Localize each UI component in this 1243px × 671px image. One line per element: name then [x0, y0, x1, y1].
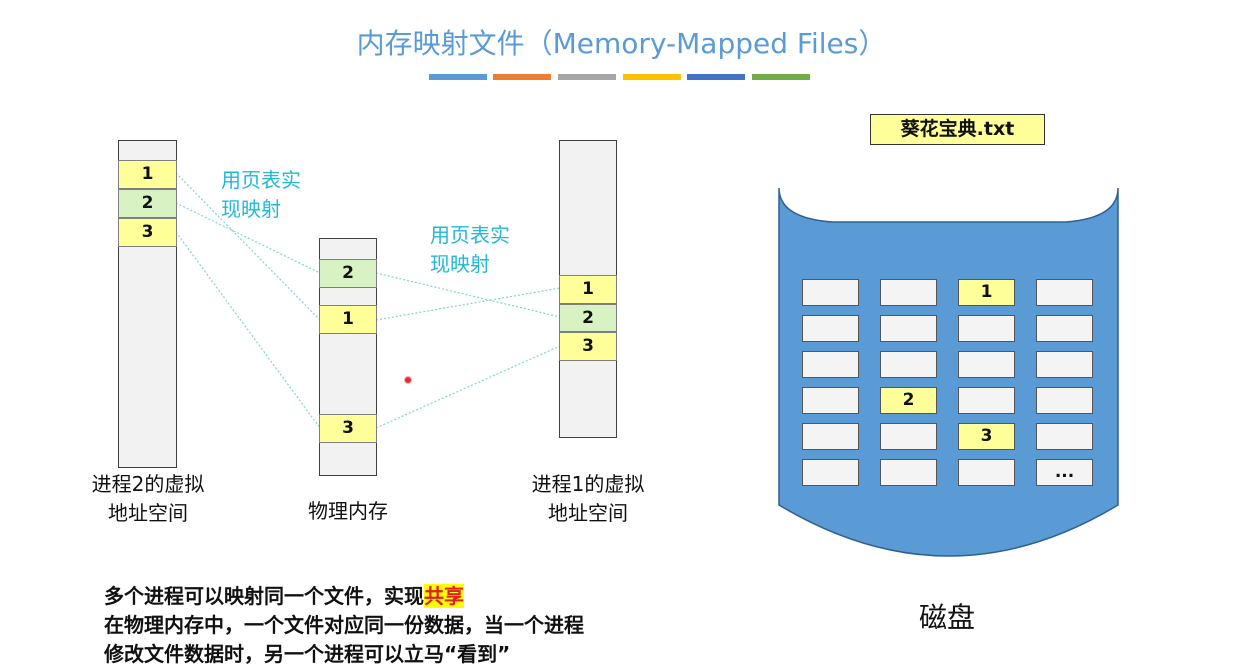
phys-page-2: 2: [319, 259, 377, 288]
map-line-p2-2: [175, 202, 321, 274]
disk-block: [1036, 351, 1093, 378]
annotation-left-line1: 用页表实: [221, 168, 301, 192]
disk-block: [880, 459, 937, 486]
disk-block: 1: [958, 279, 1015, 306]
proc2-caption: 进程2的虚拟 地址空间: [72, 470, 224, 528]
proc2-page-3: 3: [118, 218, 177, 247]
disk-block: [958, 315, 1015, 342]
disk-block: 3: [958, 423, 1015, 450]
disk-block: [958, 459, 1015, 486]
explanation-text: 多个进程可以映射同一个文件，实现共享 在物理内存中，一个文件对应同一份数据，当一…: [104, 582, 584, 669]
disk-block: [802, 387, 859, 414]
disk-block: [958, 351, 1015, 378]
phys-page-3: 3: [319, 414, 377, 443]
annotation-left-line2: 现映射: [221, 197, 281, 221]
disk-block: 2: [880, 387, 937, 414]
file-name-label: 葵花宝典.txt: [870, 114, 1045, 145]
disk-block: [802, 423, 859, 450]
disk-block: [802, 351, 859, 378]
annotation-right-line2: 现映射: [430, 252, 490, 276]
stripe-1: [429, 74, 487, 80]
stripe-3: [558, 74, 616, 80]
annotation-right-line1: 用页表实: [430, 223, 510, 247]
disk-block: [802, 315, 859, 342]
proc1-page-2: 2: [559, 304, 617, 332]
proc1-page-1: 1: [559, 275, 617, 304]
share-highlight: 共享: [424, 584, 464, 608]
disk-block: [880, 279, 937, 306]
disk-block: [1036, 423, 1093, 450]
explanation-line2: 在物理内存中，一个文件对应同一份数据，当一个进程: [104, 613, 584, 637]
proc1-caption-line1: 进程1的虚拟: [531, 472, 645, 496]
explanation-line1-prefix: 多个进程可以映射同一个文件，实现: [104, 584, 424, 608]
proc1-caption: 进程1的虚拟 地址空间: [512, 470, 664, 528]
stripe-6: [752, 74, 810, 80]
proc2-page-2: 2: [118, 189, 177, 218]
annotation-right: 用页表实 现映射: [430, 221, 510, 279]
annotation-left: 用页表实 现映射: [221, 166, 301, 224]
explanation-line3: 修改文件数据时，另一个进程可以立马“看到”: [104, 642, 511, 666]
stripe-2: [493, 74, 551, 80]
disk-label: 磁盘: [918, 601, 975, 634]
pointer-dot: [404, 376, 412, 384]
proc1-page-3: 3: [559, 332, 617, 361]
disk-cylinder: [778, 187, 1119, 557]
stripe-4: [623, 74, 681, 80]
page-title: 内存映射文件（Memory-Mapped Files）: [356, 27, 887, 60]
proc2-caption-line2: 地址空间: [108, 501, 188, 525]
disk-block: [958, 387, 1015, 414]
map-line-p2-3: [175, 231, 321, 429]
disk-block: [1036, 387, 1093, 414]
disk-block: [880, 423, 937, 450]
disk-block: [802, 279, 859, 306]
disk-block: ...: [1036, 459, 1093, 486]
map-line-p1-3: [375, 345, 561, 429]
phys-caption: 物理内存: [308, 499, 388, 523]
disk-block: [802, 459, 859, 486]
proc1-caption-line2: 地址空间: [548, 501, 628, 525]
proc2-page-1: 1: [118, 160, 177, 189]
disk-block: [880, 351, 937, 378]
disk-block: [1036, 279, 1093, 306]
proc2-caption-line1: 进程2的虚拟: [91, 472, 205, 496]
disk-block: [1036, 315, 1093, 342]
stripe-5: [687, 74, 745, 80]
map-line-p1-1: [375, 287, 561, 321]
explanation-line1: 多个进程可以映射同一个文件，实现共享: [104, 582, 584, 611]
phys-page-1: 1: [319, 305, 377, 334]
disk-block: [880, 315, 937, 342]
map-line-p1-2: [375, 272, 561, 318]
